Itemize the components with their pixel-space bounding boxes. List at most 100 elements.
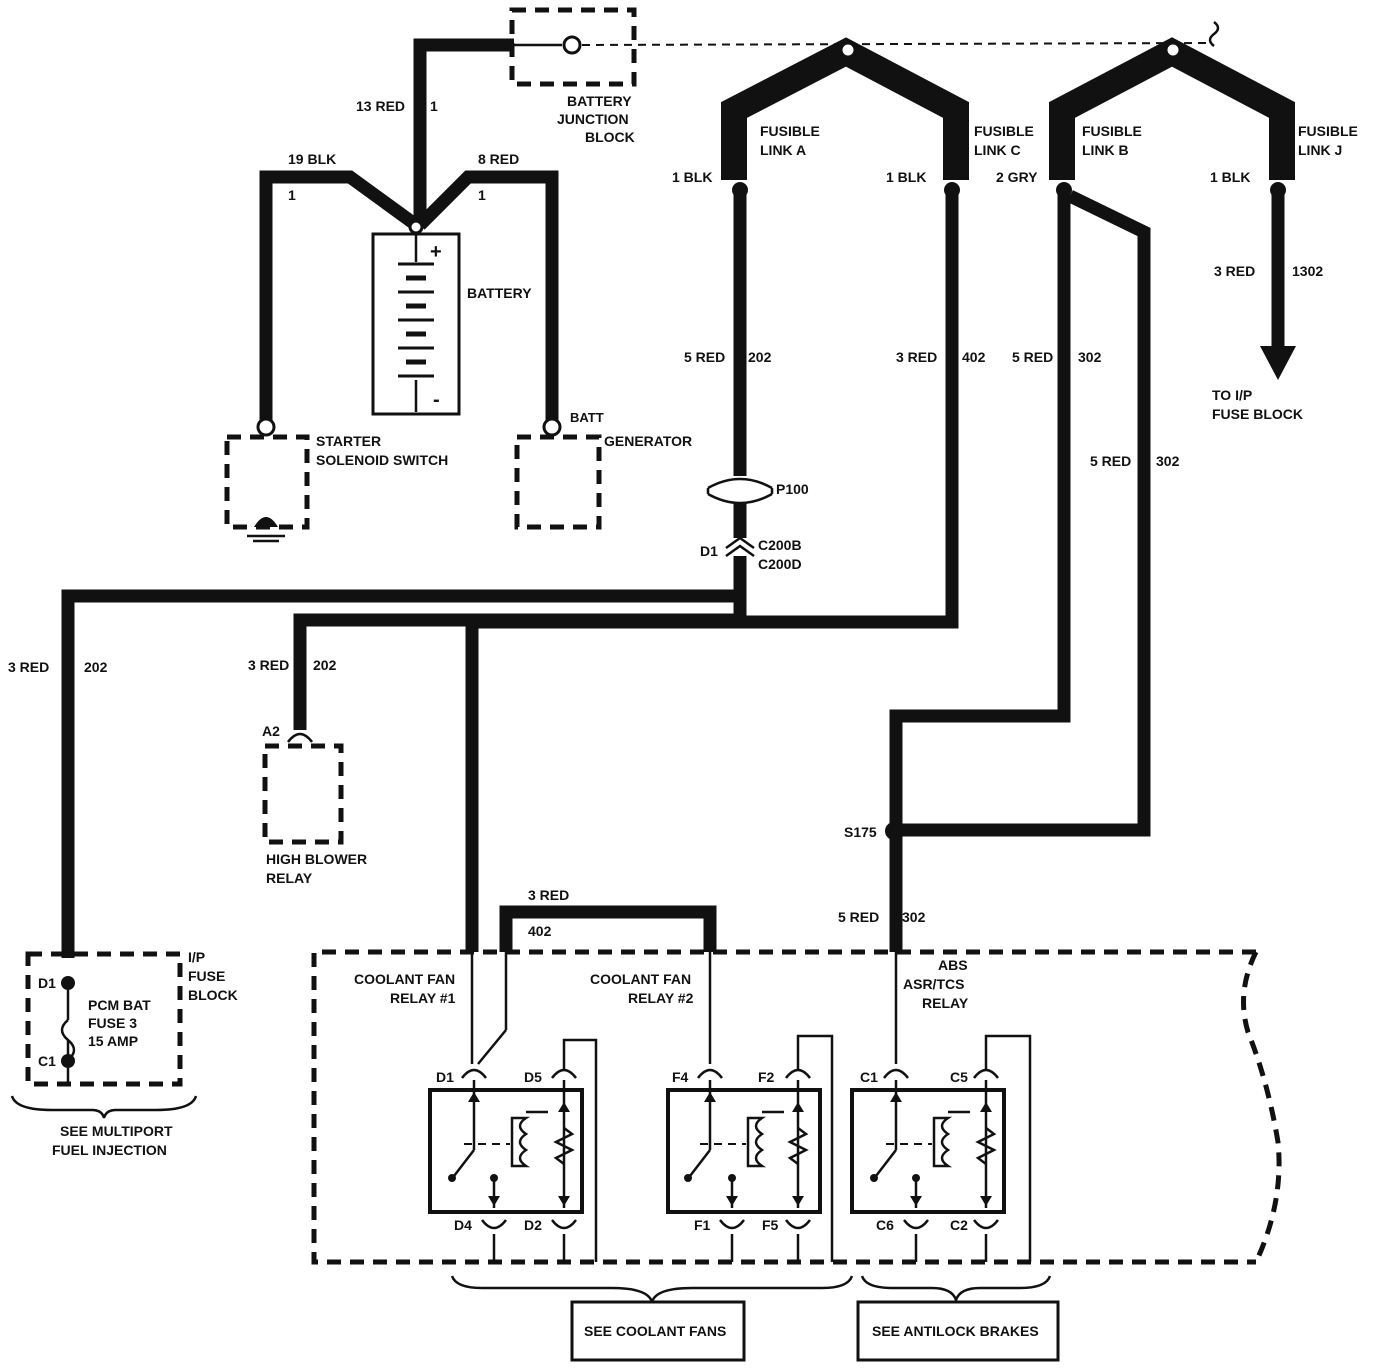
svg-text:BATTERY: BATTERY — [567, 93, 632, 109]
svg-text:LINK A: LINK A — [760, 142, 806, 158]
svg-text:JUNCTION: JUNCTION — [557, 111, 629, 127]
svg-text:2 GRY: 2 GRY — [996, 169, 1038, 185]
svg-text:SOLENOID SWITCH: SOLENOID SWITCH — [316, 452, 448, 468]
svg-text:C200B: C200B — [758, 537, 802, 553]
svg-text:COOLANT FAN: COOLANT FAN — [590, 971, 691, 987]
antilock-brace — [860, 1275, 1052, 1304]
svg-text:RELAY: RELAY — [266, 870, 313, 886]
svg-text:RELAY #2: RELAY #2 — [628, 990, 694, 1006]
wire-13-red-label: 13 RED — [356, 98, 405, 114]
svg-text:D1: D1 — [38, 975, 56, 991]
svg-text:FUSIBLE: FUSIBLE — [1298, 123, 1358, 139]
see-antilock-brakes-box — [856, 1300, 1060, 1362]
svg-text:202: 202 — [84, 659, 108, 675]
svg-text:D5: D5 — [524, 1069, 542, 1085]
svg-text:I/P: I/P — [188, 949, 205, 965]
svg-text:302: 302 — [1078, 349, 1102, 365]
high-blower-relay — [262, 743, 344, 845]
svg-text:1 BLK: 1 BLK — [886, 169, 926, 185]
svg-text:F1: F1 — [694, 1217, 711, 1233]
svg-text:D1: D1 — [700, 543, 718, 559]
svg-text:F4: F4 — [672, 1069, 689, 1085]
svg-text:BLOCK: BLOCK — [188, 987, 238, 1003]
svg-text:5 RED: 5 RED — [1012, 349, 1053, 365]
battery-symbol — [371, 232, 461, 416]
wire-402 — [465, 190, 959, 952]
svg-text:1: 1 — [430, 98, 438, 114]
svg-text:FUSE: FUSE — [188, 968, 225, 984]
svg-text:LINK J: LINK J — [1298, 142, 1342, 158]
svg-text:3 RED: 3 RED — [896, 349, 937, 365]
svg-text:F2: F2 — [758, 1069, 775, 1085]
svg-text:1302: 1302 — [1292, 263, 1323, 279]
svg-text:FUSE 3: FUSE 3 — [88, 1015, 137, 1031]
svg-text:STARTER: STARTER — [316, 433, 381, 449]
wire-13-red — [413, 38, 514, 225]
wire-19-blk — [259, 170, 420, 427]
svg-text:302: 302 — [902, 909, 926, 925]
svg-text:FUEL INJECTION: FUEL INJECTION — [52, 1142, 167, 1158]
svg-text:C6: C6 — [876, 1217, 894, 1233]
svg-text:A2: A2 — [262, 723, 280, 739]
svg-text:15 AMP: 15 AMP — [88, 1033, 138, 1049]
c200-connector — [725, 536, 755, 550]
p100-grommet — [706, 477, 774, 505]
svg-text:1: 1 — [288, 187, 296, 203]
svg-text:D4: D4 — [454, 1217, 472, 1233]
svg-text:LINK C: LINK C — [974, 142, 1021, 158]
relay-center — [311, 949, 1256, 1265]
generator — [514, 434, 602, 530]
svg-text:BATT: BATT — [570, 410, 604, 425]
svg-text:PCM BAT: PCM BAT — [88, 997, 151, 1013]
svg-text:SEE MULTIPORT: SEE MULTIPORT — [60, 1123, 173, 1139]
svg-text:RELAY: RELAY — [922, 995, 969, 1011]
svg-text:302: 302 — [1156, 453, 1180, 469]
svg-text:3 RED: 3 RED — [528, 887, 569, 903]
svg-text:1 BLK: 1 BLK — [1210, 169, 1250, 185]
svg-text:3 RED: 3 RED — [8, 659, 49, 675]
svg-text:FUSE BLOCK: FUSE BLOCK — [1212, 406, 1303, 422]
junction-block-bus — [581, 42, 1211, 46]
svg-text:BLOCK: BLOCK — [585, 129, 635, 145]
wire-202-pcm — [61, 556, 747, 958]
svg-text:ABS: ABS — [938, 957, 968, 973]
see-coolant-fans-box — [570, 1300, 746, 1362]
splice-s175 — [885, 822, 903, 840]
svg-text:402: 402 — [528, 923, 552, 939]
svg-text:3 RED: 3 RED — [248, 657, 289, 673]
svg-text:D2: D2 — [524, 1217, 542, 1233]
svg-text:TO I/P: TO I/P — [1212, 387, 1252, 403]
svg-text:C5: C5 — [950, 1069, 968, 1085]
svg-text:3 RED: 3 RED — [1214, 263, 1255, 279]
ip-fuse-brace — [10, 1095, 198, 1119]
svg-text:HIGH BLOWER: HIGH BLOWER — [266, 851, 367, 867]
wire-302-main — [889, 190, 1071, 952]
svg-text:D1: D1 — [436, 1069, 454, 1085]
svg-text:COOLANT FAN: COOLANT FAN — [354, 971, 455, 987]
svg-text:RELAY #1: RELAY #1 — [390, 990, 456, 1006]
wire-8-red — [415, 170, 559, 427]
battery-plus: + — [430, 241, 442, 263]
svg-text:402: 402 — [962, 349, 986, 365]
svg-text:1: 1 — [478, 187, 486, 203]
svg-text:5 RED: 5 RED — [684, 349, 725, 365]
svg-text:1 BLK: 1 BLK — [672, 169, 712, 185]
wire-402-jumper — [499, 905, 717, 952]
battery-label: BATTERY — [467, 285, 532, 301]
svg-text:FUSIBLE: FUSIBLE — [760, 123, 820, 139]
arrow-down-icon — [1260, 346, 1296, 380]
coolant-fan-relay-1 — [428, 1038, 598, 1262]
break-mark — [1208, 21, 1220, 47]
svg-text:FUSIBLE: FUSIBLE — [974, 123, 1034, 139]
svg-text:C2: C2 — [950, 1217, 968, 1233]
wire-302-splice — [896, 190, 1151, 837]
svg-text:C1: C1 — [860, 1069, 878, 1085]
svg-text:C1: C1 — [38, 1053, 56, 1069]
svg-text:ASR/TCS: ASR/TCS — [903, 976, 964, 992]
battery-minus: - — [433, 389, 440, 411]
svg-text:F5: F5 — [762, 1217, 779, 1233]
starter-solenoid-switch — [224, 434, 310, 530]
svg-text:C200D: C200D — [758, 556, 802, 572]
